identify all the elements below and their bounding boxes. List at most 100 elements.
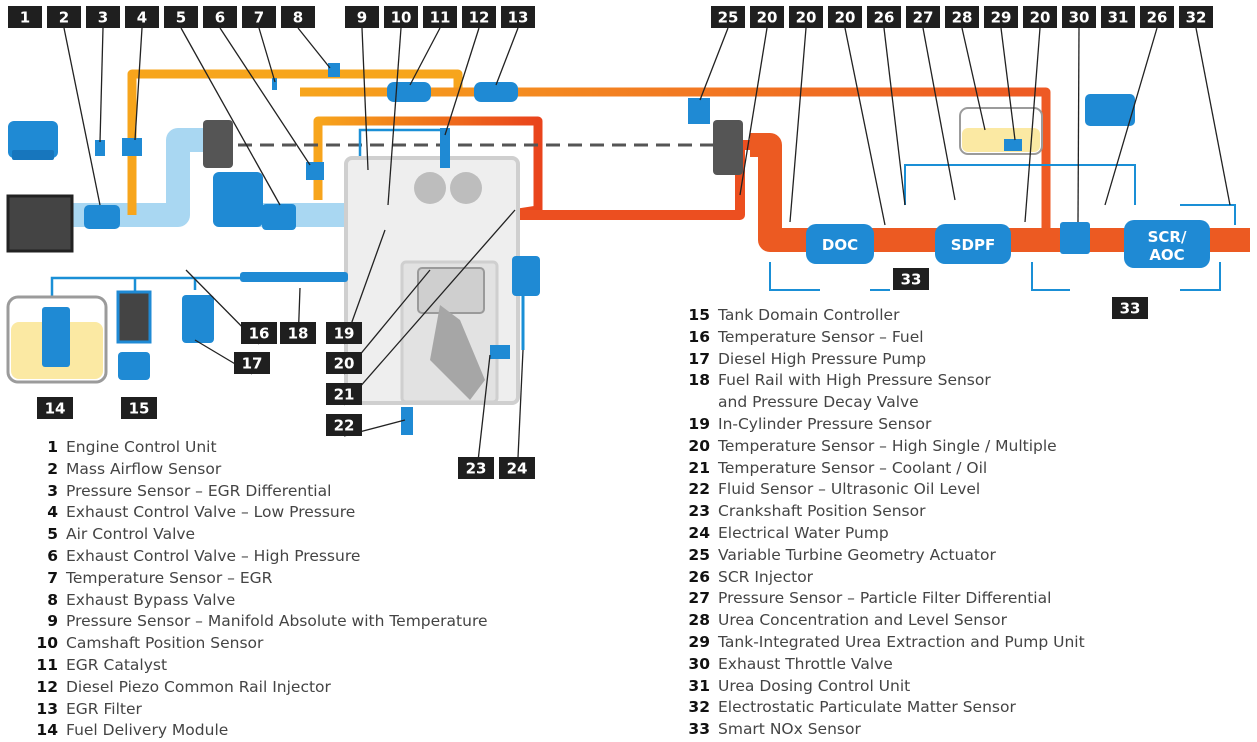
- legend-text: Temperature Sensor – Fuel: [718, 327, 924, 346]
- legend-number: 3: [47, 481, 58, 500]
- legend-text: Urea Concentration and Level Sensor: [718, 611, 1007, 630]
- legend-text: Fuel Rail with High Pressure Sensor: [718, 371, 991, 390]
- tag-24-lower-10: 24: [507, 460, 528, 478]
- intercooler: [213, 172, 263, 227]
- tag-8-top-7-leader: [297, 27, 331, 69]
- tag-30-top-22-box: [1062, 6, 1096, 28]
- scr-label-line2: AOC: [1149, 246, 1184, 264]
- legend-text: Smart NOx Sensor: [718, 720, 861, 739]
- doc-block: [806, 224, 874, 264]
- legend-number: 9: [47, 612, 58, 631]
- tag-27-top-18-leader: [922, 27, 956, 201]
- legend-number: 22: [688, 480, 710, 499]
- turbo-compressor: [203, 120, 233, 168]
- tag-26-top-24: 26: [1147, 9, 1168, 27]
- legend-number: 10: [36, 634, 58, 653]
- tag-20-lower-6-box: [326, 352, 362, 374]
- tag-18-lower-4-box: [280, 322, 316, 344]
- tag-5-top-4-leader: [180, 27, 281, 206]
- tag-26-top-17-leader: [883, 27, 906, 206]
- tag-29-top-20-box: [984, 6, 1018, 28]
- scr-block: [1124, 220, 1210, 268]
- tag-26-top-24-leader: [1104, 27, 1158, 206]
- egr-exhaust-pipe-top: [300, 87, 1051, 237]
- legend-number: 14: [36, 721, 58, 740]
- tag-4-top-3-box: [125, 6, 159, 28]
- tag-31-top-23: 31: [1108, 9, 1129, 27]
- legend-number: 16: [688, 327, 710, 346]
- vtg-actuator: [688, 98, 710, 124]
- urea-dosing-control-unit: [1085, 94, 1135, 126]
- tag-5-top-4: 5: [176, 9, 186, 27]
- tag-24-lower-10-box: [499, 457, 535, 479]
- legend-number: 19: [688, 414, 710, 433]
- legend-number: 15: [688, 306, 710, 324]
- tag-20-top-21-box: [1023, 6, 1057, 28]
- tag-1-top-0-box: [8, 6, 42, 28]
- tag-19-lower-5: 19: [334, 325, 355, 343]
- legend-text: Temperature Sensor – High Single / Multi…: [718, 436, 1057, 455]
- tag-9-top-8-leader: [361, 27, 369, 171]
- tag-18-lower-4: 18: [288, 325, 309, 343]
- tag-3-top-2: 3: [98, 9, 108, 27]
- legend-text: Temperature Sensor – EGR: [66, 568, 273, 587]
- legend-text: Exhaust Control Valve – High Pressure: [66, 546, 361, 565]
- legend-number: 8: [47, 590, 58, 609]
- tag-20-top-15-box: [789, 6, 823, 28]
- tag-19-lower-5-box: [326, 322, 362, 344]
- tag-20-top-14: 20: [757, 9, 778, 27]
- tag-2-top-1-leader: [63, 27, 101, 206]
- legend-text: Electrostatic Particulate Matter Sensor: [718, 698, 1016, 717]
- legend-number: 18: [688, 371, 710, 390]
- pm-sensor-wiring: [1180, 204, 1236, 225]
- legend-text: Electrical Water Pump: [718, 523, 889, 542]
- legend-text: Pressure Sensor – EGR Differential: [66, 481, 332, 500]
- tag-30-top-22: 30: [1069, 9, 1090, 27]
- tag-3-top-2-leader: [99, 27, 104, 143]
- tag-16-lower-2: 16: [249, 325, 270, 343]
- tag-20-top-21: 20: [1030, 9, 1051, 27]
- legend-text: Pressure Sensor – Manifold Absolute with…: [66, 612, 488, 631]
- tag-1-top-0: 1: [20, 9, 30, 27]
- tag-33-lower-11-box: [893, 268, 929, 290]
- tag-26-top-17-box: [867, 6, 901, 28]
- legend-text: In-Cylinder Pressure Sensor: [718, 414, 932, 433]
- legend-number: 28: [688, 611, 710, 630]
- legend-row: 18 Fuel Rail with High Pressure Sensor: [680, 370, 1085, 392]
- exhaust-bypass-valve: [328, 63, 340, 77]
- legend-text: Camshaft Position Sensor: [66, 634, 264, 653]
- tag-25-top-13-leader: [699, 27, 729, 101]
- piston: [417, 267, 485, 314]
- legend-row: 16 Temperature Sensor – Fuel: [680, 327, 1085, 349]
- pressure-sensor-egr: [95, 140, 105, 156]
- legend-number: 20: [688, 436, 710, 455]
- legend-row: 20 Temperature Sensor – High Single / Mul…: [680, 436, 1085, 458]
- tag-16-lower-2-box: [241, 322, 277, 344]
- tag-15-lower-1: 15: [129, 400, 150, 418]
- tag-20-lower-6: 20: [334, 355, 355, 373]
- tag-17-lower-3-box: [234, 352, 270, 374]
- tag-32-top-25-box: [1179, 6, 1213, 28]
- legend-row: 10 Camshaft Position Sensor: [28, 633, 488, 655]
- turbo-turbine: [713, 120, 743, 175]
- legend-number: 12: [36, 677, 58, 696]
- legend-text: Variable Turbine Geometry Actuator: [718, 545, 996, 564]
- legend-number: 23: [688, 502, 710, 521]
- legend-number: 6: [47, 546, 58, 565]
- legend-text: Urea Dosing Control Unit: [718, 676, 911, 695]
- tag-33-lower-12: 33: [1120, 300, 1141, 318]
- legend-text: Exhaust Control Valve – Low Pressure: [66, 503, 356, 522]
- tag-20-top-14-box: [750, 6, 784, 28]
